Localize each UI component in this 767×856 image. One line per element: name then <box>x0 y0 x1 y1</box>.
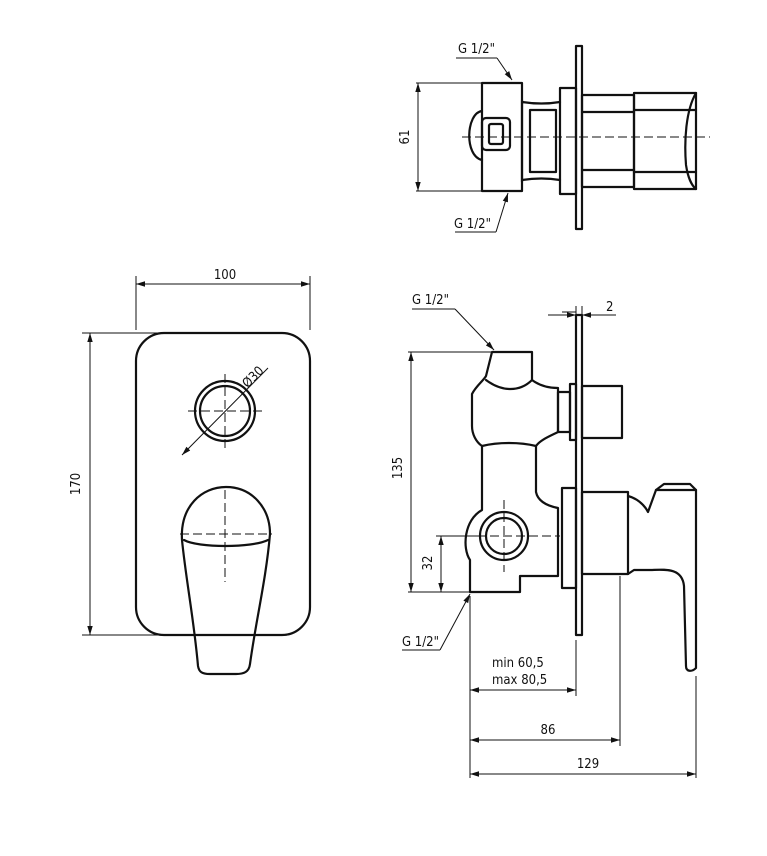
side-view <box>402 306 698 778</box>
side-wall-plate <box>574 313 584 637</box>
top-upper-leader <box>496 57 513 81</box>
max-depth-label: max 80,5 <box>492 673 547 688</box>
side-upper-thread-label: G 1/2" <box>412 293 449 308</box>
side-lever-sleeve <box>580 490 630 576</box>
side-body-outline <box>464 350 560 594</box>
side-upper-leader <box>454 308 495 351</box>
mixer-lever-edge <box>182 538 270 548</box>
top-inlet-port <box>468 109 484 162</box>
top-neck <box>520 98 562 184</box>
total-depth-label: 129 <box>577 757 599 772</box>
mixer-lever <box>180 485 272 676</box>
side-lower-flange <box>560 486 578 590</box>
front-view <box>134 331 312 676</box>
side-lower-leader <box>439 593 471 651</box>
front-dimensions <box>82 276 311 636</box>
cover-plate <box>134 331 312 637</box>
body-depth-label: 61 <box>398 130 413 145</box>
top-view <box>415 44 710 233</box>
knob-diameter-leader <box>181 367 269 456</box>
top-sleeve <box>580 93 636 189</box>
side-upper-nut <box>556 390 572 434</box>
plate-height-label: 170 <box>69 473 84 495</box>
top-handle <box>684 91 698 191</box>
body-height-label: 135 <box>391 457 406 479</box>
min-depth-label: min 60,5 <box>492 656 544 671</box>
top-lower-leader <box>495 192 509 233</box>
top-cartridge <box>632 91 698 191</box>
diverter-knob-inner <box>198 384 252 438</box>
outlet-label: 32 <box>421 556 436 571</box>
side-lever <box>626 488 698 672</box>
side-knob-stem <box>580 384 624 440</box>
top-upper-thread-label: G 1/2" <box>458 42 495 57</box>
side-lower-thread-label: G 1/2" <box>402 635 439 650</box>
top-inlet-nut <box>480 116 512 152</box>
top-flange <box>558 86 578 196</box>
plate-thickness-label: 2 <box>606 300 613 315</box>
plate-width-label: 100 <box>214 268 236 283</box>
depth-to-plate-label: 86 <box>541 723 556 738</box>
top-lower-thread-label: G 1/2" <box>454 217 491 232</box>
